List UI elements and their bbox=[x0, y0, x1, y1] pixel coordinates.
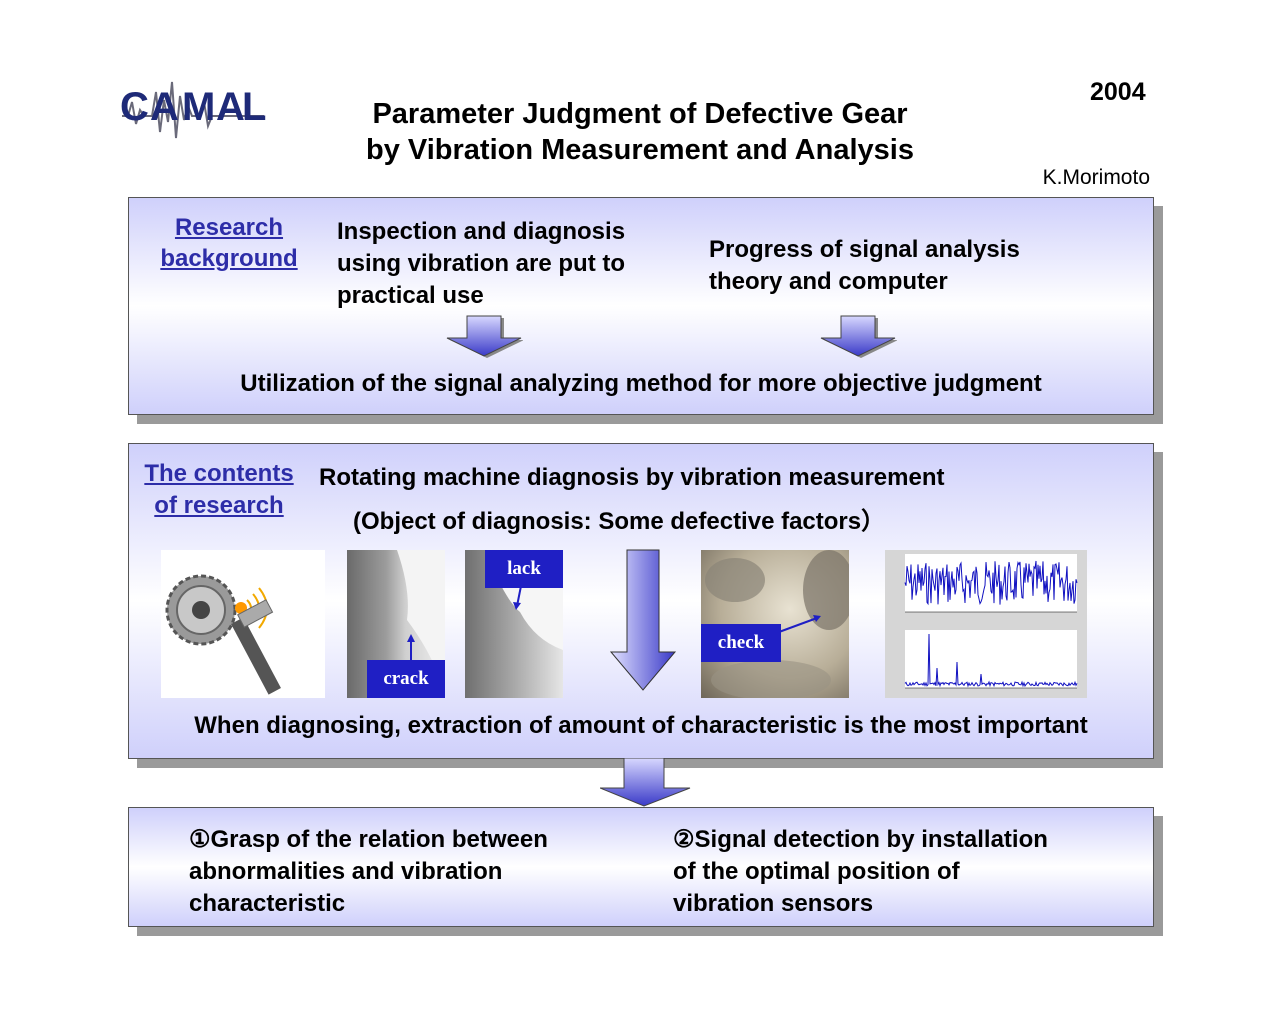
down-arrow-icon bbox=[609, 549, 677, 691]
author-label: K.Morimoto bbox=[1042, 166, 1150, 189]
year-label: 2004 bbox=[1090, 78, 1146, 106]
svg-text:A: A bbox=[216, 85, 245, 129]
contents-conclusion: When diagnosing, extraction of amount of… bbox=[194, 712, 1088, 739]
research-results-panel: ①Grasp of the relation between abnormali… bbox=[128, 807, 1154, 927]
crack-photo: crack bbox=[347, 550, 445, 698]
title-line-2: by Vibration Measurement and Analysis bbox=[366, 134, 914, 166]
contents-line-1: Rotating machine diagnosis by vibration … bbox=[319, 464, 945, 491]
research-background-panel: Research background Inspection and diagn… bbox=[128, 197, 1154, 415]
svg-text:A: A bbox=[150, 85, 179, 129]
background-left-text: Inspection and diagnosis using vibration… bbox=[337, 218, 626, 309]
down-arrow-icon bbox=[820, 315, 897, 358]
svg-text:L: L bbox=[242, 85, 266, 129]
crack-tag: crack bbox=[367, 660, 445, 698]
research-contents-panel: The contents of research Rotating machin… bbox=[128, 443, 1154, 759]
title-line-1: Parameter Judgment of Defective Gear bbox=[372, 98, 908, 130]
down-arrow-icon bbox=[446, 315, 523, 358]
gear-hammer-image bbox=[161, 550, 325, 698]
research-background-heading[interactable]: Research background bbox=[160, 214, 298, 272]
background-right-text: Progress of signal analysis theory and c… bbox=[709, 236, 1020, 295]
vibration-signal-plot bbox=[885, 550, 1087, 698]
background-conclusion: Utilization of the signal analyzing meth… bbox=[240, 370, 1042, 397]
lack-photo: lack bbox=[465, 550, 563, 698]
result-item-2: ②Signal detection by installation of the… bbox=[673, 826, 1048, 917]
research-contents-heading[interactable]: The contents of research bbox=[144, 460, 294, 519]
camal-logo: C A M A L bbox=[120, 81, 266, 139]
page-title: Parameter Judgment of Defective Gear by … bbox=[300, 96, 980, 168]
lack-tag: lack bbox=[485, 550, 563, 588]
svg-text:C: C bbox=[120, 85, 148, 129]
contents-line-2: (Object of diagnosis: Some defective fac… bbox=[353, 508, 886, 535]
check-tag: check bbox=[701, 624, 781, 662]
check-photo: check bbox=[701, 550, 849, 698]
down-arrow-icon bbox=[600, 758, 691, 807]
svg-text:M: M bbox=[182, 85, 215, 129]
result-item-1: ①Grasp of the relation between abnormali… bbox=[189, 826, 548, 917]
